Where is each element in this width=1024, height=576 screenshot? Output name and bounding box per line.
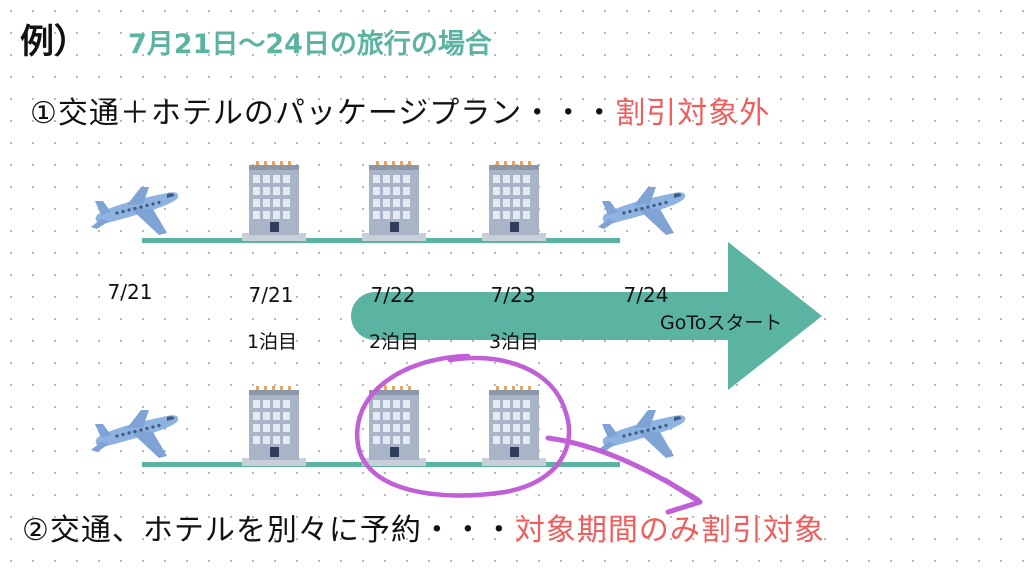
hotel-icon bbox=[482, 386, 546, 466]
hotel-icon bbox=[482, 161, 546, 241]
example-label: 例） bbox=[20, 22, 88, 62]
page-title: 7月21日～24日の旅行の場合 bbox=[128, 29, 492, 60]
plan2-label: ②交通、ホテルを別々に予約・・・ bbox=[22, 513, 515, 548]
airplane-icon bbox=[598, 410, 686, 458]
plan1-label: ①交通＋ホテルのパッケージプラン・・・ bbox=[30, 96, 616, 131]
goto-arrow bbox=[351, 242, 822, 390]
night-label: 2泊目 bbox=[368, 331, 420, 353]
hotel-icon bbox=[362, 161, 426, 241]
hotel-icon bbox=[242, 386, 306, 466]
plan1-line: ①交通＋ホテルのパッケージプラン・・・割引対象外 bbox=[30, 88, 770, 132]
date-label: 7/23 bbox=[490, 283, 536, 307]
highlight-circle bbox=[354, 353, 572, 498]
goto-start-label: GoToスタート bbox=[660, 312, 783, 334]
date-label: 7/24 bbox=[623, 283, 669, 307]
night-label: 3泊目 bbox=[488, 331, 540, 353]
date-label: 7/22 bbox=[370, 283, 416, 307]
hotel-icon bbox=[242, 161, 306, 241]
airplane-icon bbox=[91, 410, 179, 458]
highlight-arrow bbox=[545, 435, 701, 503]
plan2-line: ②交通、ホテルを別々に予約・・・対象期間のみ割引対象 bbox=[22, 505, 825, 549]
plan1-result: 割引対象外 bbox=[615, 96, 771, 131]
airplane-icon bbox=[598, 187, 686, 235]
night-label: 1泊目 bbox=[246, 331, 298, 353]
date-label: 7/21 bbox=[107, 280, 153, 304]
date-label: 7/21 bbox=[248, 283, 294, 307]
airplane-icon bbox=[91, 187, 179, 235]
plan2-result: 対象期間のみ割引対象 bbox=[514, 513, 825, 548]
